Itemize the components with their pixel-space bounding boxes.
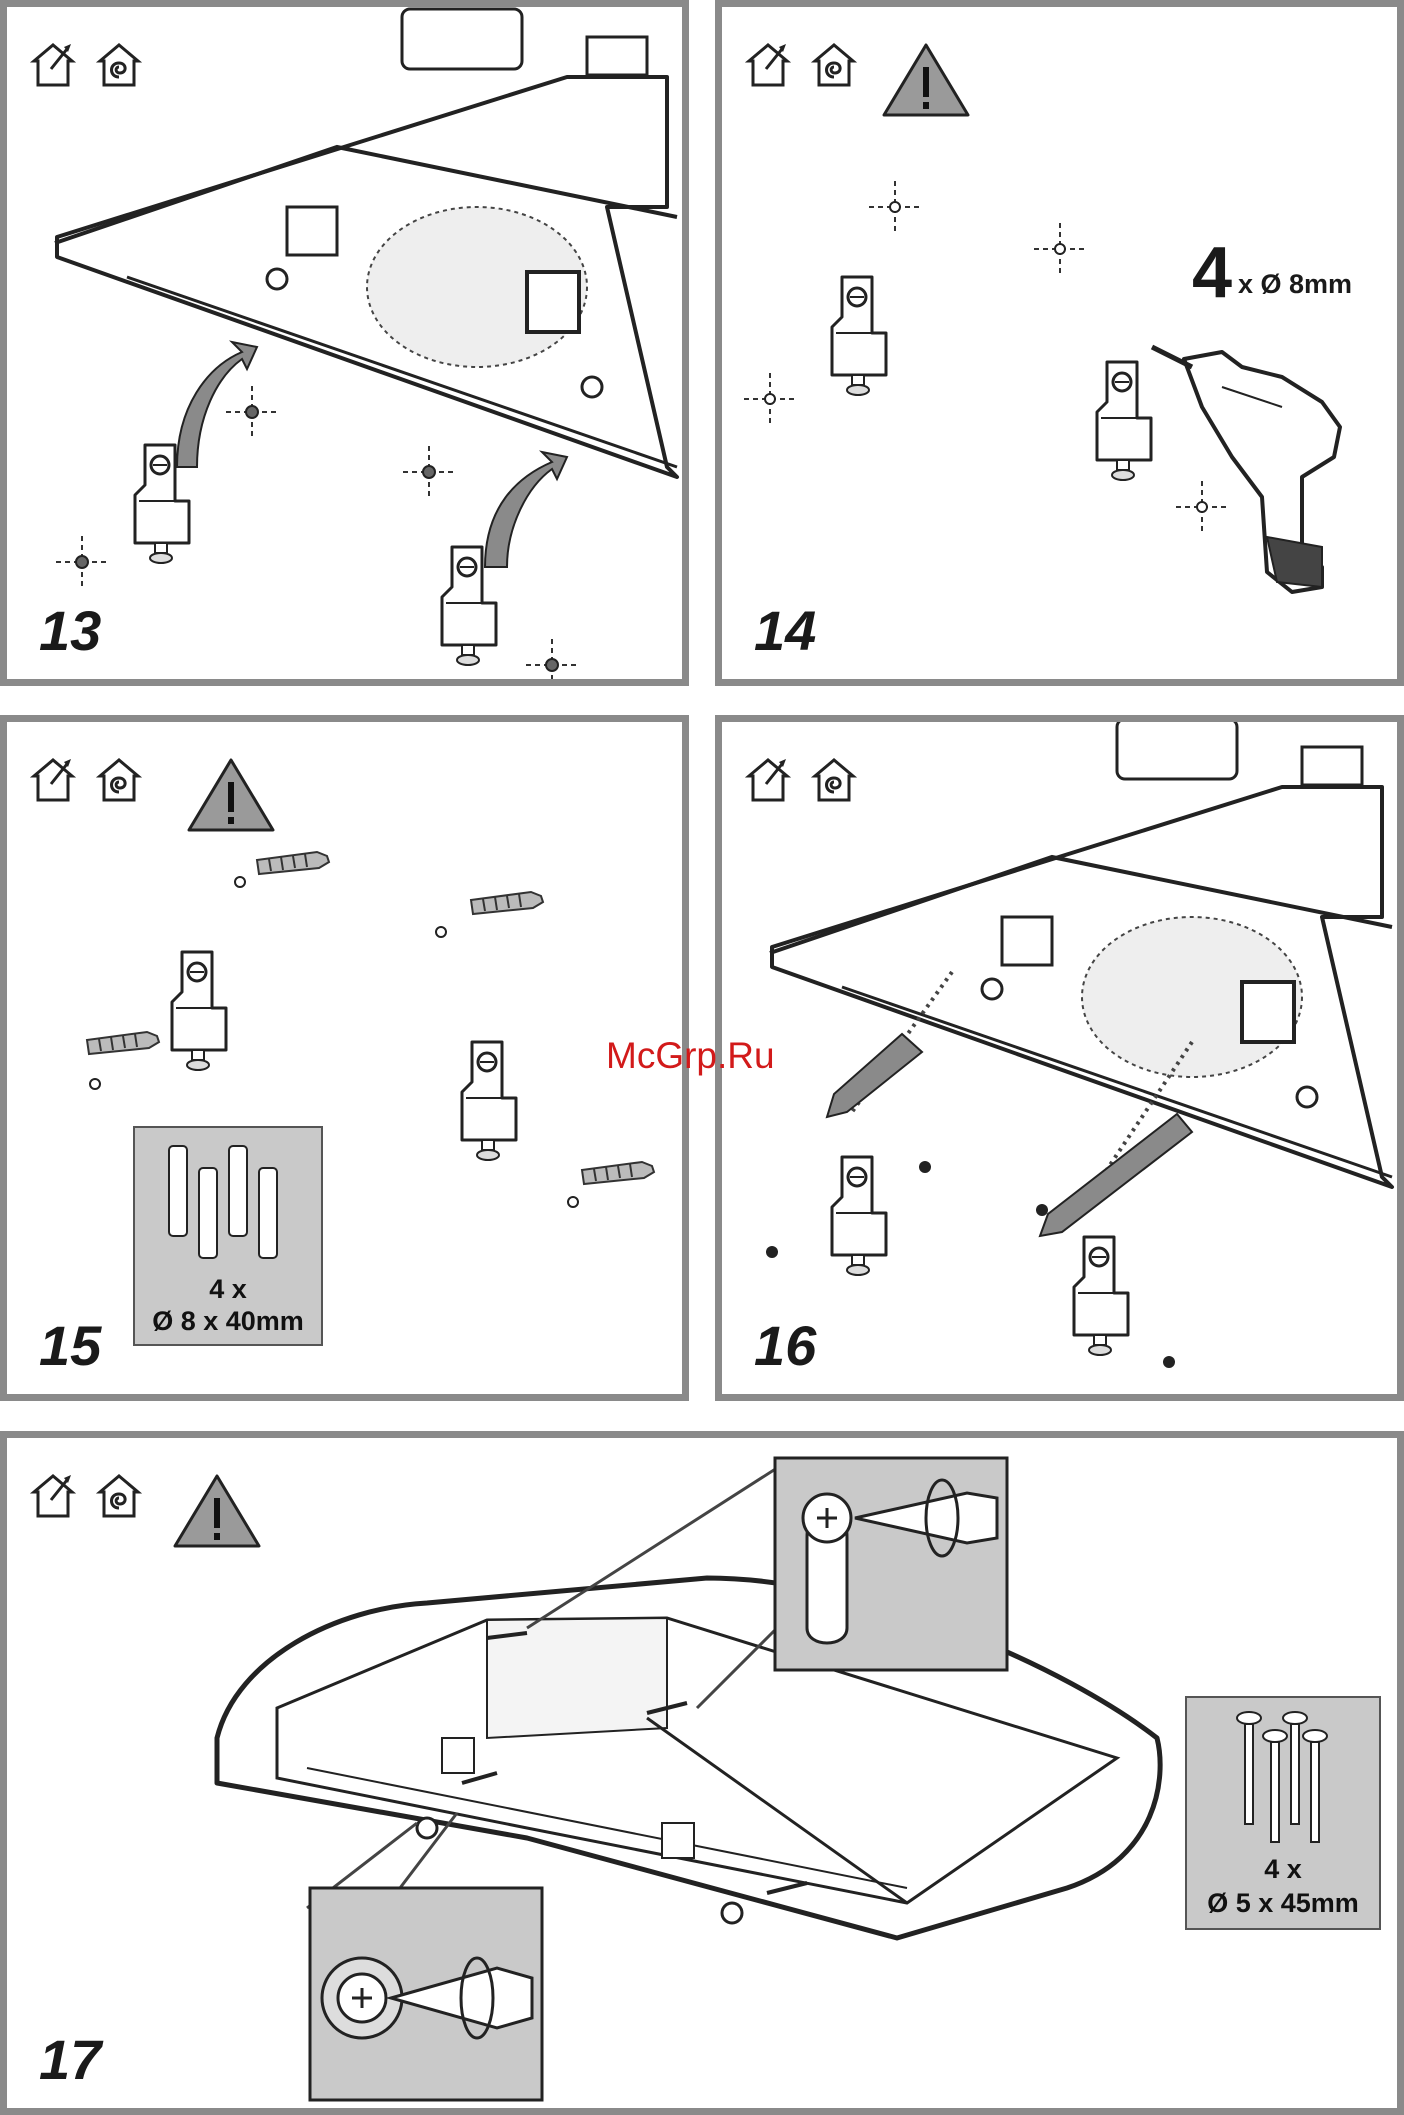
screw-set-icon [1187, 1698, 1379, 1848]
step-16-panel: 16 [715, 715, 1404, 1401]
house-drill-icon [749, 44, 787, 85]
warning-triangle-icon [189, 760, 273, 830]
step-number: 14 [754, 603, 816, 659]
mounting-mark [869, 181, 921, 233]
step-15-panel: 4 x Ø 8 x 40mm 15 [0, 715, 689, 1401]
step-17-panel: 4 x Ø 5 x 45mm 17 [0, 1431, 1404, 2115]
mounting-mark [1176, 481, 1228, 533]
parts-box: 4 x Ø 5 x 45mm [1185, 1696, 1381, 1930]
wall-plug-illustration [257, 852, 329, 874]
house-spiral-icon [815, 45, 853, 85]
mounting-mark [1034, 223, 1086, 275]
step-13-panel: 13 [0, 0, 689, 686]
parts-size: Ø 5 x 45mm [1187, 1888, 1379, 1919]
mounting-mark [226, 386, 278, 438]
bracket-illustration [832, 277, 886, 395]
hood-illustration [55, 9, 677, 477]
drill-count-label: 4 [1192, 237, 1232, 309]
bracket-illustration [462, 1042, 516, 1160]
mounting-mark [526, 639, 578, 679]
warning-triangle-icon [175, 1476, 259, 1546]
step-number: 16 [754, 1318, 816, 1374]
wall-plug-illustration [471, 892, 543, 914]
house-spiral-icon [100, 45, 138, 85]
house-spiral-icon [815, 760, 853, 800]
step-14-panel: 4 x Ø 8mm 14 [715, 0, 1404, 686]
drill-size-label: x Ø 8mm [1238, 271, 1352, 298]
warning-triangle-icon [884, 45, 968, 115]
parts-size: Ø 8 x 40mm [135, 1306, 321, 1337]
step-number: 17 [39, 2032, 101, 2088]
step-15-illustration [7, 722, 682, 1394]
house-spiral-icon [100, 760, 138, 800]
mounting-mark [56, 536, 108, 588]
step-14-illustration [722, 7, 1397, 679]
arrow-shape [1040, 1114, 1192, 1236]
step-16-illustration [722, 722, 1397, 1394]
wall-plug-illustration [582, 1162, 654, 1184]
mounting-mark [403, 446, 455, 498]
hood-underside-illustration [217, 1578, 1160, 1938]
house-drill-icon [749, 759, 787, 800]
bracket-illustration [172, 952, 226, 1070]
bracket-illustration [832, 1157, 886, 1275]
wall-plug-illustration [87, 1032, 159, 1054]
watermark: McGrp.Ru [606, 1035, 775, 1077]
parts-box: 4 x Ø 8 x 40mm [133, 1126, 323, 1346]
parts-count: 4 x [135, 1274, 321, 1305]
arrow-shape [827, 1034, 922, 1117]
screw-detail-top [775, 1458, 1007, 1670]
wall-plug-set-icon [135, 1128, 321, 1268]
bracket-illustration [1074, 1237, 1128, 1355]
parts-count: 4 x [1187, 1854, 1379, 1885]
mounting-mark [744, 373, 796, 425]
drill-illustration [1152, 347, 1340, 592]
house-drill-icon [34, 1475, 72, 1516]
house-spiral-icon [100, 1476, 138, 1516]
hood-illustration [770, 722, 1392, 1187]
screw-detail-bottom [310, 1888, 542, 2100]
house-drill-icon [34, 44, 72, 85]
house-drill-icon [34, 759, 72, 800]
arrow-shape [485, 452, 567, 567]
step-number: 13 [39, 603, 101, 659]
arrow-shape [177, 342, 257, 467]
step-number: 15 [39, 1318, 101, 1374]
bracket-illustration [1097, 362, 1151, 480]
step-13-illustration [7, 7, 682, 679]
